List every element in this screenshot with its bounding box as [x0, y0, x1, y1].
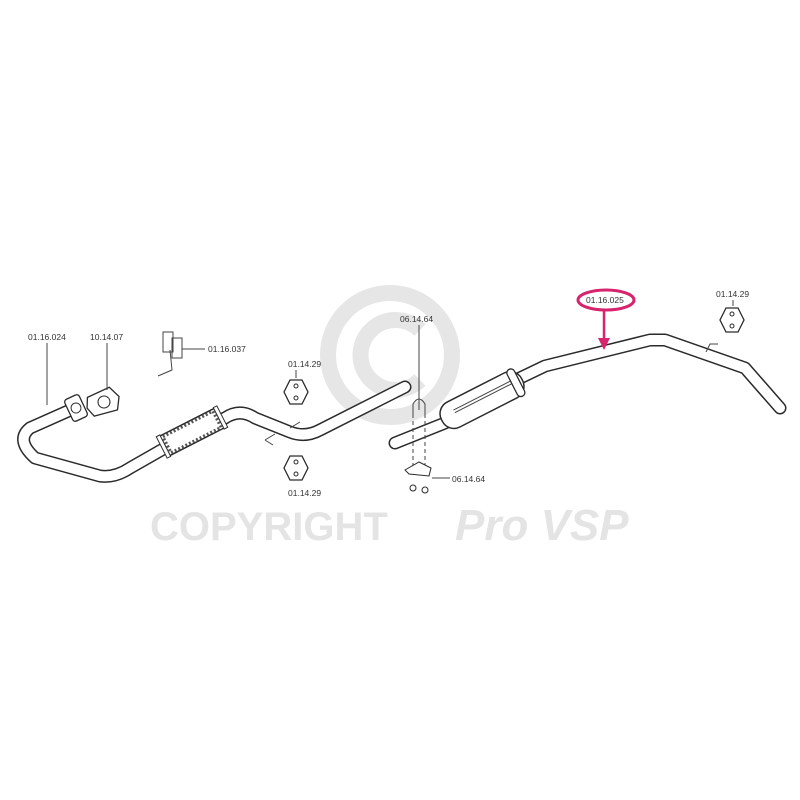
bracket [157, 331, 205, 377]
clamp [404, 325, 450, 494]
label-hanger-top: 01.14.29 [288, 359, 321, 369]
rear-silencer [388, 333, 787, 450]
watermark-copyright: COPYRIGHT [150, 505, 388, 549]
gasket [86, 386, 120, 417]
label-clamp-saddle: 06.14.64 [452, 474, 485, 484]
rubber-hanger-rear [719, 307, 745, 333]
label-u-clamp: 06.14.64 [400, 314, 433, 324]
label-rear-silencer: 01.16.025 [586, 295, 624, 305]
rubber-hanger-bottom [283, 455, 309, 481]
label-gasket: 10.14.07 [90, 332, 123, 342]
highlight-marker [576, 288, 636, 350]
front-pipe [17, 380, 412, 483]
label-front-pipe: 01.16.024 [28, 332, 66, 342]
label-bracket: 01.16.037 [208, 344, 246, 354]
flex-pipe-section [155, 405, 229, 459]
label-hanger-rear: 01.14.29 [716, 289, 749, 299]
rubber-hanger-top [283, 379, 309, 405]
label-hanger-bottom: 01.14.29 [288, 488, 321, 498]
front-flange [64, 394, 88, 422]
watermark-brand: Pro VSP [455, 501, 629, 550]
